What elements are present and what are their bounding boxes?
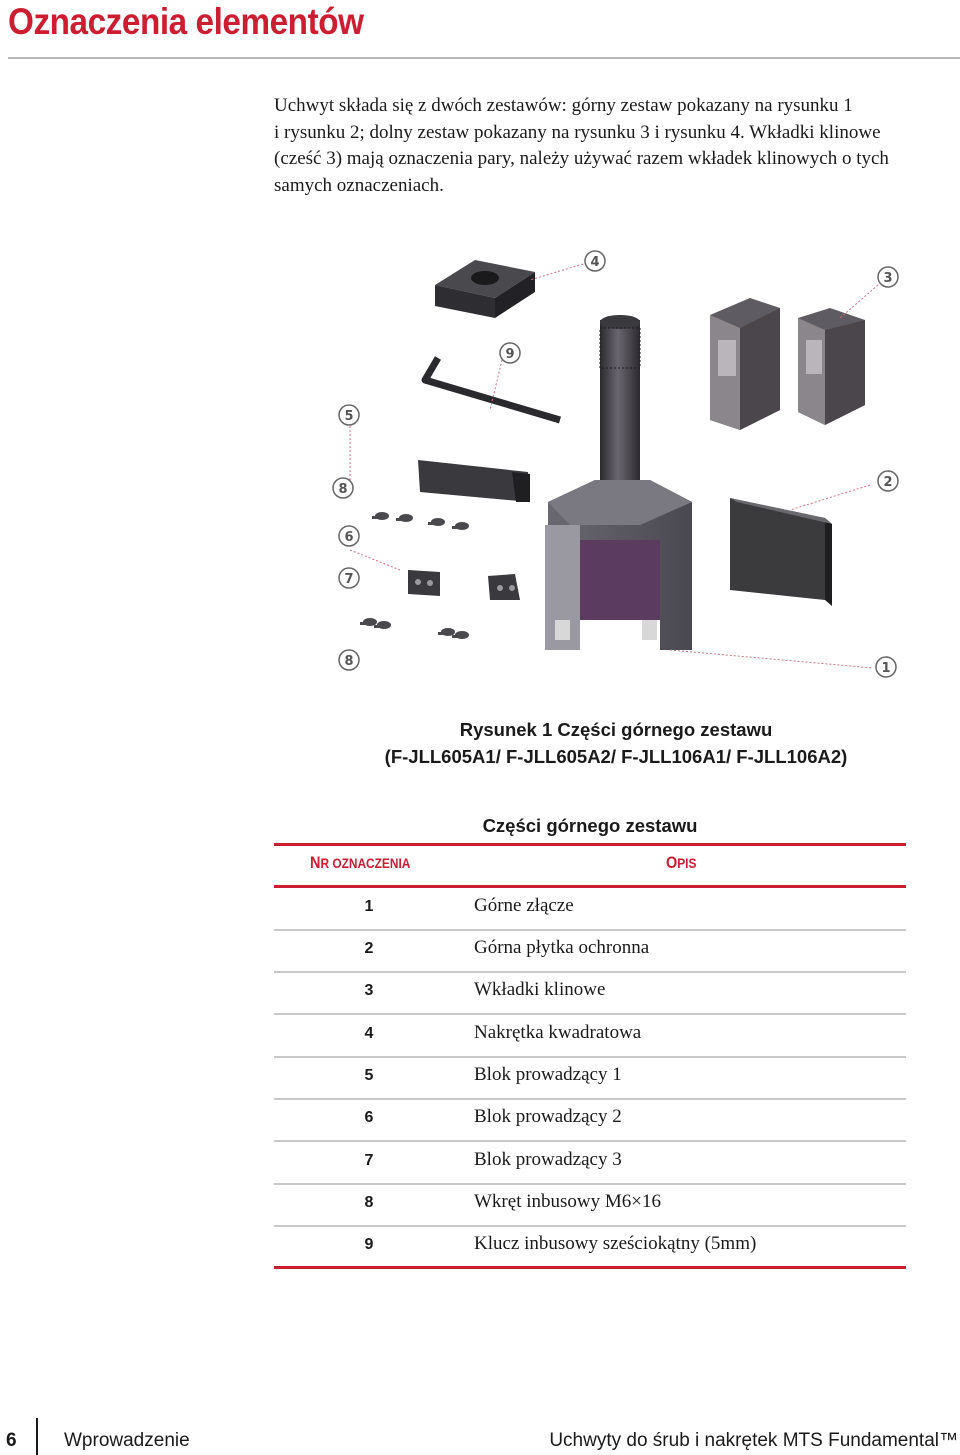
table-top-rule bbox=[274, 843, 906, 846]
table-header-rule bbox=[274, 885, 906, 888]
row-number: 6 bbox=[364, 1109, 374, 1126]
table-row: 2 Górna płytka ochronna bbox=[274, 929, 906, 971]
intro-line: (cześć 3) mają oznaczenia pary, należy u… bbox=[274, 148, 889, 169]
svg-text:4: 4 bbox=[590, 255, 599, 270]
row-description: Klucz inbusowy sześciokątny (5mm) bbox=[474, 1233, 757, 1254]
intro-line: i rysunku 2; dolny zestaw pokazany na ry… bbox=[274, 121, 881, 143]
row-number: 5 bbox=[364, 1067, 374, 1084]
row-divider bbox=[274, 1225, 906, 1227]
guide-block-1-part bbox=[418, 460, 530, 502]
parts-exploded-diagram: 4 3 9 5 8 2 6 7 8 1 bbox=[332, 250, 899, 678]
footer-section: Wprowadzenie bbox=[64, 1430, 190, 1451]
svg-text:6: 6 bbox=[344, 530, 353, 545]
intro-line: samych oznaczeniach. bbox=[274, 174, 444, 196]
svg-text:3: 3 bbox=[883, 271, 892, 286]
callout-7: 7 bbox=[338, 567, 360, 589]
hex-key-part bbox=[421, 356, 561, 424]
footer-document-title: Uchwyty do śrub i nakrętek MTS Fundament… bbox=[549, 1430, 958, 1451]
row-divider bbox=[274, 1056, 906, 1058]
row-number: 7 bbox=[364, 1152, 374, 1169]
row-description: Blok prowadzący 1 bbox=[474, 1064, 622, 1085]
table-row: 4 Nakrętka kwadratowa bbox=[274, 1014, 906, 1056]
svg-text:5: 5 bbox=[344, 409, 353, 424]
figure-caption-models: (F-JLL605A1/ F-JLL605A2/ F-JLL106A1/ F-J… bbox=[384, 746, 848, 767]
callout-5: 5 bbox=[338, 404, 360, 426]
row-description: Wkręt inbusowy M6×16 bbox=[474, 1191, 661, 1212]
row-description: Górne złącze bbox=[474, 895, 574, 916]
row-description: Wkładki klinowe bbox=[474, 979, 606, 1000]
callout-4: 4 bbox=[584, 250, 606, 272]
callout-1: 1 bbox=[875, 656, 897, 678]
row-divider bbox=[274, 929, 906, 931]
svg-text:9: 9 bbox=[505, 347, 514, 362]
row-number: 1 bbox=[364, 898, 374, 915]
svg-text:2: 2 bbox=[883, 475, 892, 490]
callout-6: 6 bbox=[338, 525, 360, 547]
row-divider bbox=[274, 1183, 906, 1185]
guide-block-2-part bbox=[408, 570, 440, 596]
row-divider bbox=[274, 1140, 906, 1142]
row-description: Blok prowadzący 2 bbox=[474, 1106, 622, 1127]
row-description: Blok prowadzący 3 bbox=[474, 1149, 622, 1170]
table-row: 6 Blok prowadzący 2 bbox=[274, 1098, 906, 1140]
row-number: 8 bbox=[364, 1194, 374, 1211]
column-header-number: NR OZNACZENIA bbox=[310, 853, 411, 872]
wedge-inserts-part bbox=[710, 298, 865, 430]
row-divider bbox=[274, 1013, 906, 1015]
protective-plate-part bbox=[730, 498, 832, 606]
table-row: 1 Górne złącze bbox=[274, 887, 906, 929]
row-number: 9 bbox=[364, 1236, 374, 1253]
callout-8-upper: 8 bbox=[332, 477, 354, 499]
table-row: 8 Wkręt inbusowy M6×16 bbox=[274, 1183, 906, 1225]
callout-2: 2 bbox=[877, 470, 899, 492]
table-title: Części górnego zestawu bbox=[482, 815, 698, 836]
svg-text:1: 1 bbox=[881, 661, 890, 676]
upper-connector-part bbox=[545, 315, 692, 650]
table-row: 9 Klucz inbusowy sześciokątny (5mm) bbox=[274, 1225, 906, 1267]
table-row: 3 Wkładki klinowe bbox=[274, 971, 906, 1013]
row-divider bbox=[274, 971, 906, 973]
row-number: 4 bbox=[364, 1025, 374, 1042]
footer-divider bbox=[36, 1418, 38, 1455]
table-bottom-rule bbox=[274, 1266, 906, 1269]
table-row: 7 Blok prowadzący 3 bbox=[274, 1141, 906, 1183]
svg-text:7: 7 bbox=[344, 572, 353, 587]
intro-paragraph: Uchwyt składa się z dwóch zestawów: górn… bbox=[274, 93, 958, 199]
intro-line: Uchwyt składa się z dwóch zestawów: górn… bbox=[274, 95, 853, 116]
callout-leaders bbox=[349, 263, 879, 669]
square-nut-part bbox=[435, 260, 535, 318]
figure-caption-title: Rysunek 1 Części górnego zestawu bbox=[459, 719, 773, 740]
row-number: 2 bbox=[364, 940, 374, 957]
hex-screws-lower-part bbox=[360, 618, 469, 639]
row-description: Górna płytka ochronna bbox=[474, 937, 650, 958]
page-title: Oznaczenia elementów bbox=[8, 1, 364, 42]
callout-3: 3 bbox=[877, 266, 899, 288]
callout-8-lower: 8 bbox=[338, 649, 360, 671]
svg-text:8: 8 bbox=[344, 654, 353, 669]
column-header-description: OPIS bbox=[666, 853, 697, 872]
callout-markers: 4 3 9 5 8 2 6 7 8 1 bbox=[332, 250, 899, 678]
row-divider bbox=[274, 1098, 906, 1100]
svg-text:8: 8 bbox=[338, 482, 347, 497]
table-row: 5 Blok prowadzący 1 bbox=[274, 1056, 906, 1098]
hex-screws-part bbox=[372, 512, 469, 530]
row-description: Nakrętka kwadratowa bbox=[474, 1022, 642, 1043]
title-divider bbox=[8, 57, 960, 59]
row-number: 3 bbox=[364, 982, 374, 999]
guide-block-3-part bbox=[488, 574, 520, 600]
callout-9: 9 bbox=[499, 342, 521, 364]
page-number: 6 bbox=[6, 1430, 17, 1451]
